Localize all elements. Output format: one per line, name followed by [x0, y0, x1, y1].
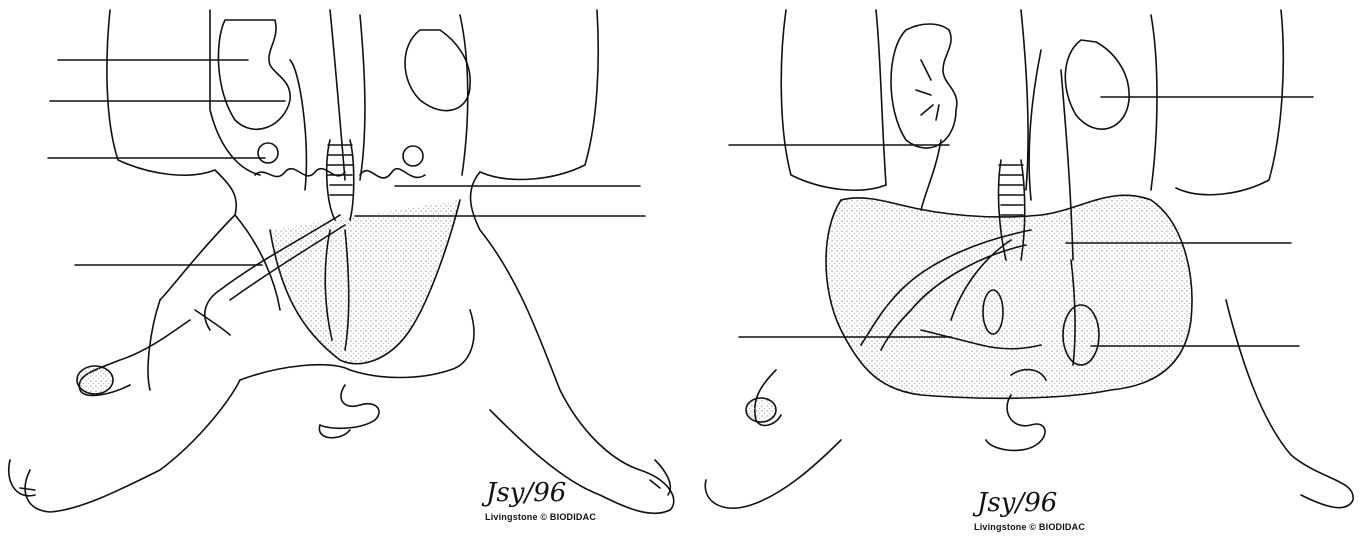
left-anatomy-drawing — [0, 0, 681, 544]
kidney-left — [891, 24, 957, 148]
diagram-panel-right: Jsy/96 Livingstone © BIODIDAC — [681, 0, 1362, 544]
rectum — [327, 140, 354, 220]
testis-right — [403, 146, 423, 166]
body-outline — [107, 10, 236, 300]
pelvic-region — [826, 195, 1192, 398]
diagram-panel-left: Jsy/96 Livingstone © BIODIDAC — [0, 0, 681, 544]
kidney-left — [218, 20, 290, 129]
signature: Jsy/96 — [977, 488, 1057, 518]
credit-text: Livingstone © BIODIDAC — [974, 522, 1085, 532]
glans — [77, 366, 113, 394]
kidney-right — [405, 30, 470, 111]
credit-text: Livingstone © BIODIDAC — [485, 512, 596, 522]
tail — [986, 395, 1045, 450]
tail — [320, 385, 379, 428]
pelvic-region — [270, 200, 460, 364]
right-anatomy-drawing — [681, 0, 1362, 544]
signature: Jsy/96 — [486, 478, 566, 508]
kidney-right — [1065, 40, 1129, 129]
testis-left — [258, 143, 278, 163]
tail-stump — [746, 398, 776, 422]
